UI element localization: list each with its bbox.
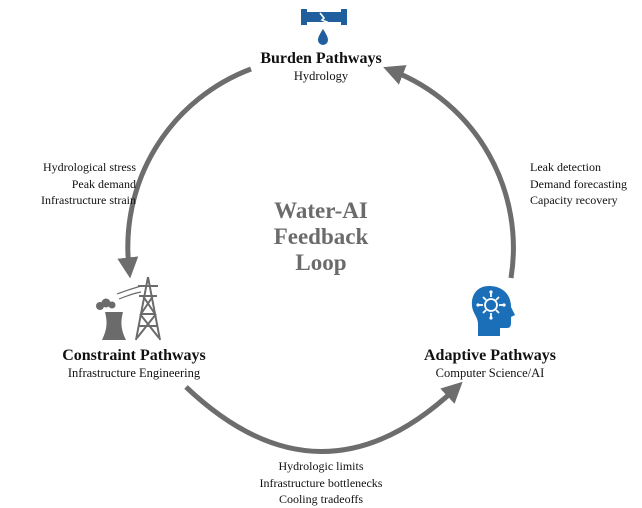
arrow-adaptive-to-burden <box>383 65 516 279</box>
factor-item: Cooling tradeoffs <box>278 492 364 506</box>
adaptive-pathways-title: Adaptive Pathways <box>423 347 556 364</box>
adaptive-pathways-subtitle: Computer Science/AI <box>435 366 545 380</box>
factor-item: Infrastructure strain <box>41 193 136 207</box>
factor-item: Peak demand <box>71 176 136 191</box>
water-pipe-leak-icon <box>301 9 347 45</box>
burden-pathways-subtitle: Hydrology <box>293 69 349 83</box>
constraint-pathways-title: Constraint Pathways <box>62 347 206 364</box>
arrow-burden-to-constraint <box>117 66 252 279</box>
center-line-1: Water-AI <box>274 198 368 223</box>
factor-item: Demand forecasting <box>530 176 627 191</box>
burden-to-constraint-factors: Hydrological stress Peak demand Infrastr… <box>8 159 136 209</box>
burden-pathways-title: Burden Pathways <box>260 50 382 67</box>
loop-center-title: Water-AI Feedback Loop <box>236 198 406 276</box>
factor-item: Leak detection <box>530 160 601 174</box>
center-line-3: Loop <box>295 250 347 275</box>
factor-item: Infrastructure bottlenecks <box>259 475 383 490</box>
factor-item: Capacity recovery <box>530 193 618 207</box>
center-line-2: Feedback <box>273 224 369 249</box>
constraint-pathways-subtitle: Infrastructure Engineering <box>67 366 201 380</box>
factor-item: Hydrological stress <box>43 160 136 174</box>
ai-head-icon <box>471 286 515 336</box>
power-plant-tower-icon <box>96 276 161 341</box>
arrow-constraint-to-adaptive <box>184 381 463 454</box>
adaptive-to-burden-factors: Leak detection Demand forecasting Capaci… <box>530 159 640 209</box>
constraint-to-adaptive-factors: Hydrologic limits Infrastructure bottlen… <box>221 458 421 508</box>
factor-item: Hydrologic limits <box>278 459 364 473</box>
